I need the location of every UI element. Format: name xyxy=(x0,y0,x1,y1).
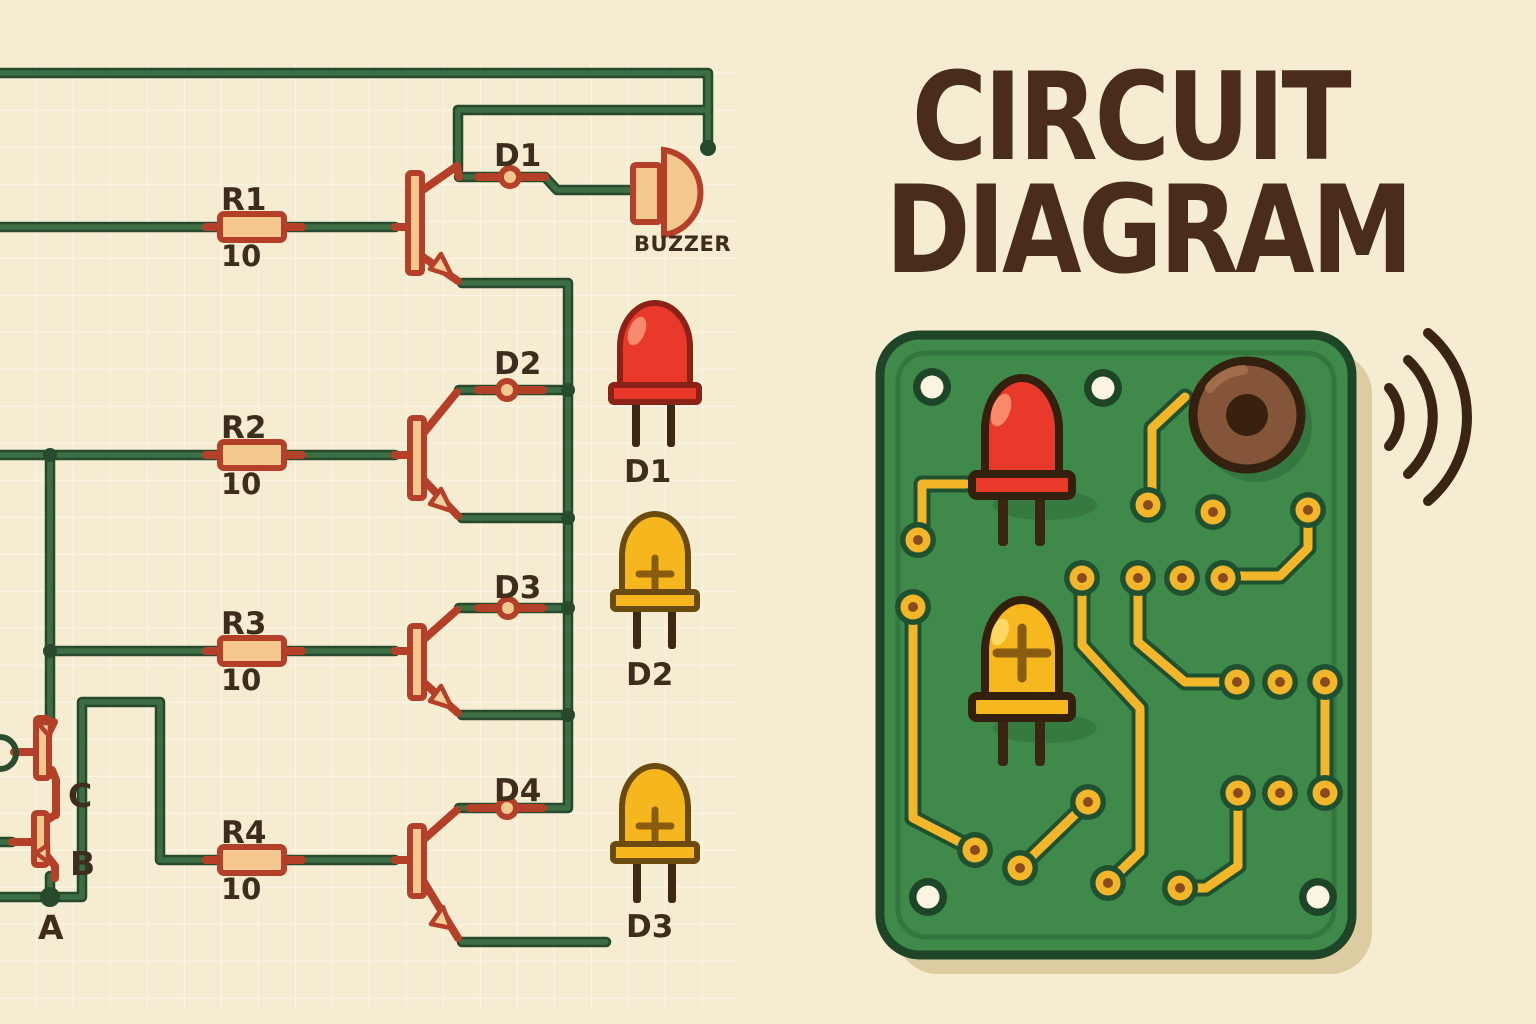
solder-pads xyxy=(895,487,1343,906)
resistor-r1-value: 10 xyxy=(221,239,261,273)
mounting-hole-bottom-right xyxy=(1299,878,1337,916)
buzzer-label: BUZZER xyxy=(634,232,731,256)
led-d2-label: D2 xyxy=(626,657,673,693)
resistor-r1-label: R1 xyxy=(221,182,266,218)
led-red-d1-icon xyxy=(608,300,702,447)
diode-node-d4 xyxy=(495,796,519,820)
led-d3-label: D3 xyxy=(626,909,673,945)
transistor-icon-4 xyxy=(407,806,462,942)
circuit-schematic: R1 10 R2 10 R3 10 R4 10 xyxy=(0,63,737,1008)
pcb-red-led-icon xyxy=(968,374,1097,546)
buzzer-symbol-icon xyxy=(630,146,704,239)
diode-d4-label: D4 xyxy=(494,773,541,809)
resistor-r3-value: 10 xyxy=(221,663,261,697)
mounting-hole-top-left xyxy=(913,368,951,406)
led-yellow-d2-icon xyxy=(610,511,700,649)
terminal-ring-icon xyxy=(0,734,19,772)
sound-waves-icon xyxy=(1384,328,1472,506)
diode-node-d2 xyxy=(495,378,519,402)
pcb-yellow-led-icon xyxy=(968,596,1097,766)
transistor-icon-3 xyxy=(407,606,462,717)
resistor-r2-label: R2 xyxy=(221,410,266,446)
junction-dots xyxy=(40,140,716,907)
poster-title-line1: CIRCUIT xyxy=(911,47,1352,188)
transistor-icon-2 xyxy=(407,388,462,520)
resistor-r4-label: R4 xyxy=(221,815,266,851)
poster-title: CIRCUIT DIAGRAM xyxy=(885,47,1413,301)
resistor-r2-value: 10 xyxy=(221,467,261,501)
diode-d3-label: D3 xyxy=(494,570,541,606)
diode-node-d3 xyxy=(496,596,520,620)
transistor-icon-1 xyxy=(405,162,463,285)
terminal-c-label: C xyxy=(68,776,92,815)
terminal-a-label: A xyxy=(38,908,64,947)
mounting-hole-top-middle xyxy=(1084,369,1122,407)
mounting-holes xyxy=(909,368,1337,916)
pcb-illustration xyxy=(875,328,1472,974)
resistor-r4-value: 10 xyxy=(221,872,261,906)
diode-d1-label: D1 xyxy=(494,138,541,174)
input-transistor-cluster xyxy=(0,715,60,882)
mounting-hole-bottom-left xyxy=(909,878,947,916)
resistor-r3: R3 10 xyxy=(217,606,287,697)
led-yellow-d3-icon xyxy=(610,763,700,903)
diode-d2-label: D2 xyxy=(494,346,541,382)
terminal-b-label: B xyxy=(70,844,95,883)
resistor-r2: R2 10 xyxy=(217,410,287,501)
poster-title-line2: DIAGRAM xyxy=(885,159,1413,301)
diode-node-d1 xyxy=(498,165,522,189)
led-d1-label: D1 xyxy=(624,454,671,490)
resistor-r3-label: R3 xyxy=(221,606,266,642)
pcb-buzzer-icon xyxy=(1188,356,1312,482)
pcb-board-inner-edge xyxy=(895,350,1337,940)
resistor-r4: R4 10 xyxy=(217,815,287,906)
resistor-r1: R1 10 xyxy=(217,182,287,273)
